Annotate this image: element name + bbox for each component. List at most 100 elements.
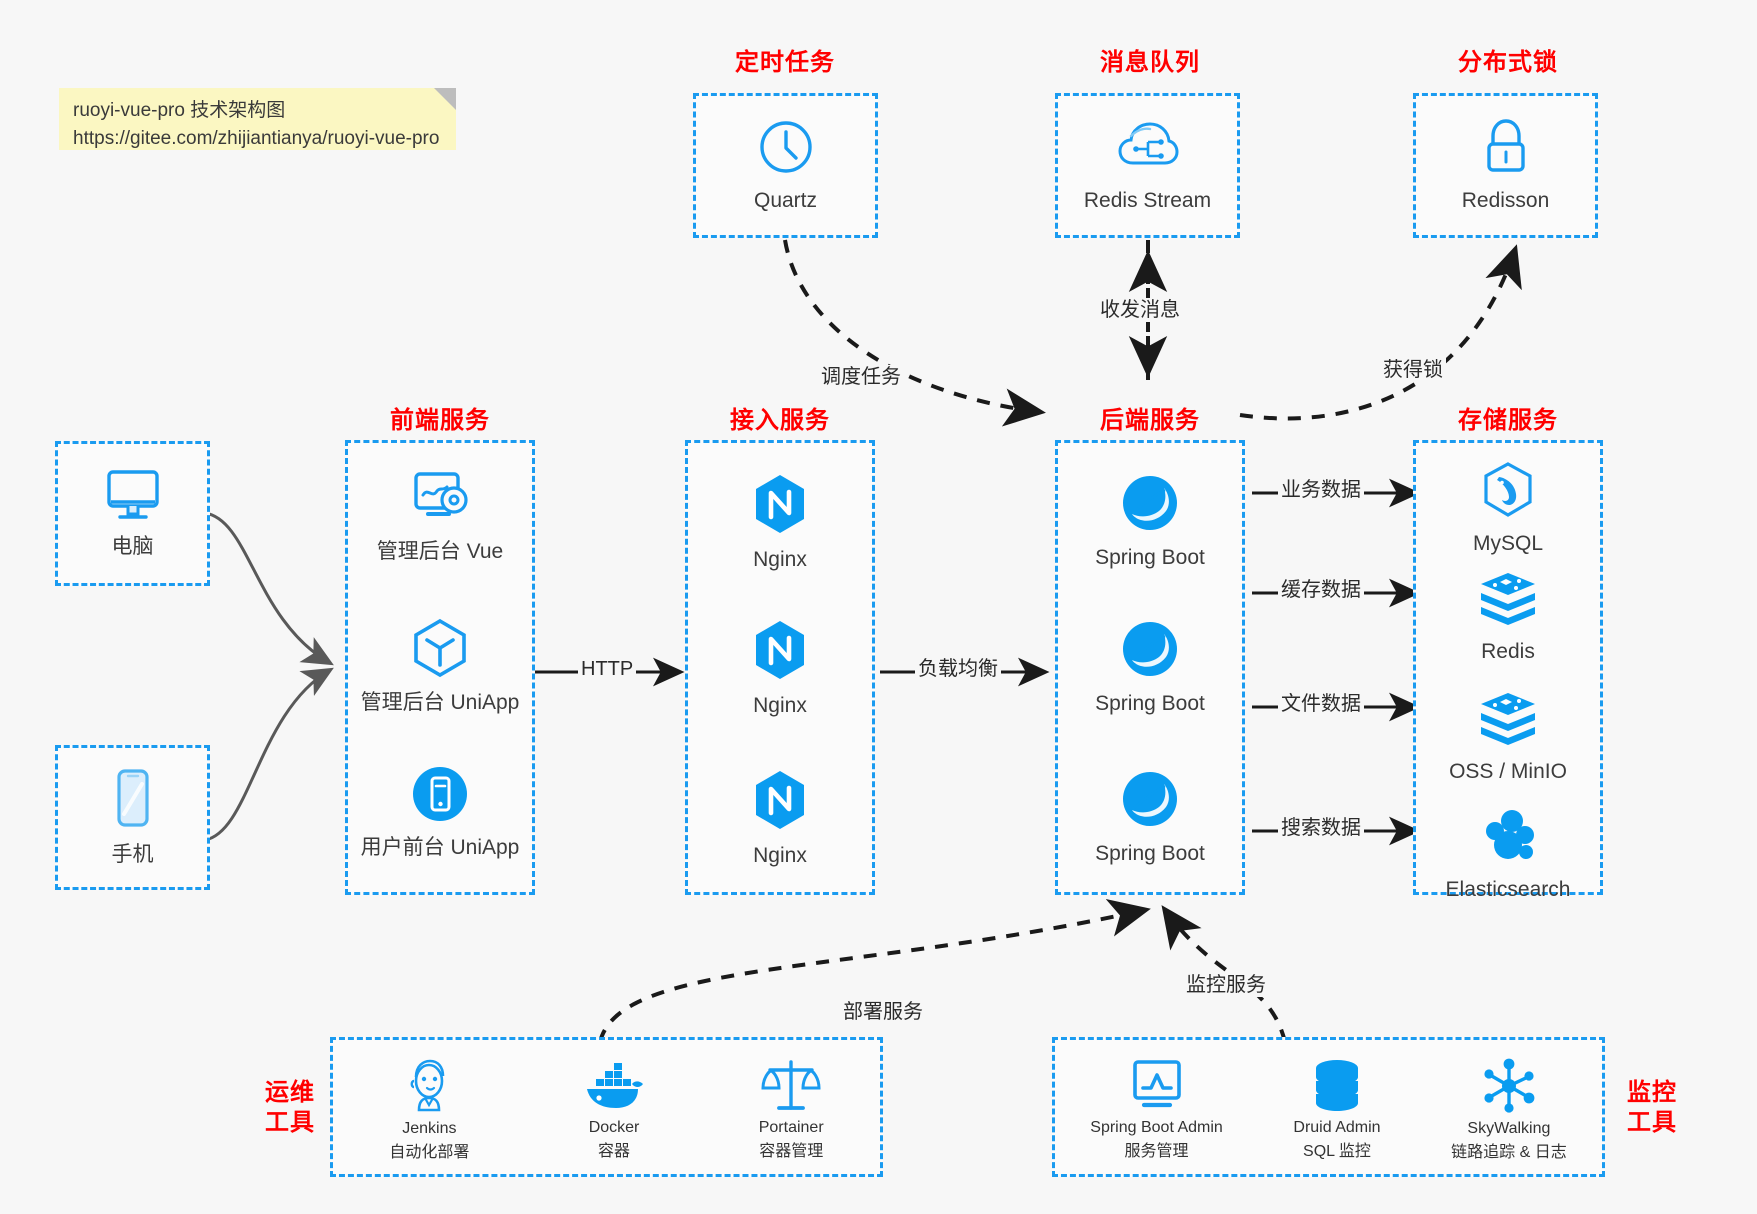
node-label-druid-admin: Druid Admin [1293,1118,1381,1136]
node-label-phone: 手机 [111,843,154,866]
edge-phone-to-frontend [204,667,334,842]
mobile-phone-icon [112,768,154,835]
node-label-nginx-1: Nginx [753,548,807,571]
node-label-spring-boot-2: Spring Boot [1095,692,1205,715]
node-quartz[interactable]: Quartz [696,118,875,215]
edge-label-business-data: 业务数据 [1278,478,1364,502]
node-redis-stream[interactable]: Redis Stream [1058,118,1237,215]
note-line-2: https://gitee.com/zhijiantianya/ruoyi-vu… [73,128,440,149]
group-box-distributed-lock[interactable]: Redisson [1413,93,1598,238]
group-box-gateway[interactable]: Nginx Nginx Nginx [685,440,875,895]
node-admin-vue[interactable]: 管理后台 Vue [348,469,532,566]
node-label-redis: Redis [1481,640,1535,663]
node-sub-portainer: 容器管理 [759,1142,824,1160]
mysql-icon [1481,461,1535,524]
node-portainer[interactable]: Portainer 容器管理 [759,1058,824,1161]
edge-label-cache-data: 缓存数据 [1278,578,1364,602]
note-fold-corner [434,88,456,110]
node-label-docker: Docker [588,1118,640,1136]
group-title-distributed-lock: 分布式锁 [1458,49,1558,76]
node-sub-jenkins: 自动化部署 [389,1143,470,1161]
group-title-backend: 后端服务 [1100,407,1200,434]
node-label-nginx-3: Nginx [753,844,807,867]
node-druid-admin[interactable]: Druid Admin SQL 监控 [1293,1058,1381,1161]
clock-icon [757,118,815,181]
edge-backend-to-lock [1239,244,1522,421]
node-label-quartz: Quartz [753,189,818,212]
node-label-computer: 电脑 [111,535,154,558]
node-oss-minio[interactable]: OSS / MinIO [1416,691,1600,786]
node-nginx-1[interactable]: Nginx [688,473,872,574]
edge-label-file-data: 文件数据 [1278,692,1364,716]
spring-boot-icon [1120,769,1180,834]
node-phone[interactable]: 手机 [58,768,207,869]
database-stack-icon [1310,1058,1364,1119]
group-box-computer[interactable]: 电脑 [55,441,210,586]
node-nginx-3[interactable]: Nginx [688,769,872,870]
cloud-network-icon [1117,118,1179,181]
group-box-monitor[interactable]: Spring Boot Admin 服务管理 Druid Admin SQL 监… [1052,1037,1605,1177]
node-label-elasticsearch: Elasticsearch [1445,878,1571,901]
node-label-portainer: Portainer [758,1118,824,1136]
oss-minio-icon [1478,691,1538,752]
node-label-redis-stream: Redis Stream [1083,189,1212,212]
node-label-spring-boot-admin: Spring Boot Admin [1090,1118,1223,1136]
group-box-devops[interactable]: Jenkins 自动化部署 [330,1037,883,1177]
group-box-phone[interactable]: 手机 [55,745,210,890]
node-sub-druid-admin: SQL 监控 [1303,1142,1371,1160]
node-label-skywalking: SkyWalking [1467,1119,1551,1137]
node-label-oss-minio: OSS / MinIO [1449,760,1567,783]
node-redisson[interactable]: Redisson [1416,118,1595,215]
nginx-icon [752,769,808,836]
node-mysql[interactable]: MySQL [1416,461,1600,558]
group-title-monitor-line2: 工具 [1627,1109,1677,1136]
edge-label-search-data: 搜索数据 [1278,816,1364,840]
node-spring-boot-admin[interactable]: Spring Boot Admin 服务管理 [1090,1058,1223,1161]
spring-boot-icon [1120,473,1180,538]
docker-whale-icon [582,1058,646,1119]
node-sub-skywalking: 链路追踪 & 日志 [1451,1143,1567,1161]
jenkins-icon [400,1057,458,1120]
node-docker[interactable]: Docker 容器 [582,1058,646,1161]
node-label-spring-boot-1: Spring Boot [1095,546,1205,569]
group-box-scheduled-task[interactable]: Quartz [693,93,878,238]
group-title-frontend: 前端服务 [390,407,490,434]
dashboard-gear-icon [409,469,471,532]
redis-icon [1478,571,1538,632]
group-title-devops-line1: 运维 [265,1079,315,1106]
node-spring-boot-3[interactable]: Spring Boot [1058,769,1242,868]
nginx-icon [752,473,808,540]
node-label-mysql: MySQL [1472,532,1543,555]
node-admin-uniapp[interactable]: 管理后台 UniApp [348,618,532,717]
group-box-storage[interactable]: MySQL Redis [1413,440,1603,901]
node-label-jenkins: Jenkins [402,1119,457,1137]
group-title-devops-line2: 工具 [265,1109,315,1136]
edge-label-send-receive-message: 收发消息 [1097,298,1183,322]
group-box-frontend[interactable]: 管理后台 Vue 管理后台 UniApp 用户前台 [345,440,535,895]
edge-label-http: HTTP [578,657,637,681]
desktop-monitor-icon [102,466,164,527]
node-jenkins[interactable]: Jenkins 自动化部署 [389,1057,469,1162]
spring-boot-icon [1120,619,1180,684]
edge-label-schedule-task: 调度任务 [818,365,904,389]
node-elasticsearch[interactable]: Elasticsearch [1416,809,1600,904]
node-computer[interactable]: 电脑 [58,466,207,561]
node-label-user-uniapp: 用户前台 UniApp [360,836,520,859]
group-title-devops: 运维 工具 [252,1078,328,1138]
uniapp-cube-icon [411,618,469,683]
node-spring-boot-1[interactable]: Spring Boot [1058,473,1242,572]
group-title-monitor-line1: 监控 [1627,1079,1677,1106]
node-sub-docker: 容器 [598,1142,631,1160]
node-nginx-2[interactable]: Nginx [688,619,872,720]
monitor-chart-icon [1126,1058,1188,1119]
node-spring-boot-2[interactable]: Spring Boot [1058,619,1242,718]
node-skywalking[interactable]: SkyWalking 链路追踪 & 日志 [1451,1057,1567,1162]
group-box-message-queue[interactable]: Redis Stream [1055,93,1240,238]
node-redis[interactable]: Redis [1416,571,1600,666]
group-box-backend[interactable]: Spring Boot Spring Boot Spring Boot [1055,440,1245,895]
edge-label-acquire-lock: 获得锁 [1380,358,1446,382]
node-user-uniapp[interactable]: 用户前台 UniApp [348,765,532,862]
note-line-1: ruoyi-vue-pro 技术架构图 [73,100,286,121]
edge-computer-to-frontend [204,511,334,666]
portainer-scales-icon [761,1058,821,1119]
